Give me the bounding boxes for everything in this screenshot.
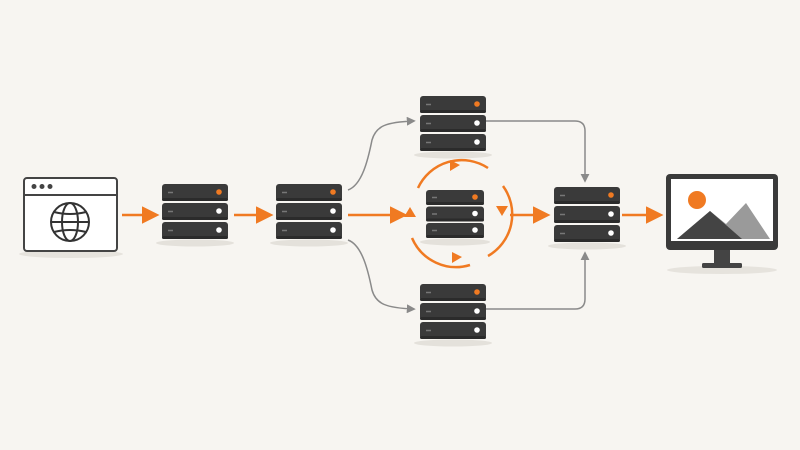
status-led-active-icon (330, 189, 336, 195)
status-led-active-icon (472, 194, 478, 200)
edge-server-2-to-server-top (347, 116, 416, 191)
server-bottom (414, 284, 492, 347)
server-unit (554, 206, 620, 223)
server-unit (276, 203, 342, 220)
server-stacks (156, 96, 626, 347)
status-led-icon (216, 227, 222, 233)
edge-server-top-to-server-merge (482, 120, 590, 183)
browser-window (19, 177, 123, 258)
server-unit (420, 115, 486, 132)
connectors (122, 116, 664, 314)
server-unit (420, 284, 486, 301)
edge-server-2-to-server-bottom (347, 239, 416, 314)
server-2 (270, 184, 348, 247)
server-unit (162, 203, 228, 220)
status-led-icon (608, 211, 614, 217)
status-led-active-icon (608, 192, 614, 198)
server-unit (162, 222, 228, 239)
window-dot-icon (47, 184, 53, 189)
monitor-display (666, 174, 778, 274)
server-unit (554, 225, 620, 242)
status-led-icon (330, 208, 336, 214)
server-merge (548, 187, 626, 250)
status-led-icon (472, 227, 478, 233)
server-unit (276, 222, 342, 239)
status-led-icon (330, 227, 336, 233)
status-led-icon (474, 327, 480, 333)
server-1 (156, 184, 234, 247)
status-led-active-icon (216, 189, 222, 195)
refresh-cycle-icon (404, 158, 514, 269)
status-led-icon (472, 210, 478, 217)
server-unit (420, 322, 486, 339)
status-led-active-icon (474, 289, 480, 295)
globe-icon (50, 202, 90, 242)
image-landscape-icon (677, 191, 770, 239)
server-unit (554, 187, 620, 204)
server-unit (420, 134, 486, 151)
server-loop (420, 190, 490, 246)
status-led-icon (608, 230, 614, 236)
window-dot-icon (39, 184, 45, 189)
server-top (414, 96, 492, 159)
server-unit (276, 184, 342, 201)
status-led-icon (474, 120, 480, 126)
server-unit (426, 190, 484, 205)
edge-server-bottom-to-server-merge (482, 251, 590, 310)
status-led-icon (216, 208, 222, 214)
server-unit (420, 303, 486, 320)
server-unit (420, 96, 486, 113)
window-dot-icon (31, 184, 37, 189)
server-unit (426, 206, 484, 222)
status-led-icon (474, 139, 480, 145)
server-unit (426, 223, 484, 238)
server-unit (162, 184, 228, 201)
status-led-icon (474, 308, 480, 314)
status-led-active-icon (474, 101, 480, 107)
